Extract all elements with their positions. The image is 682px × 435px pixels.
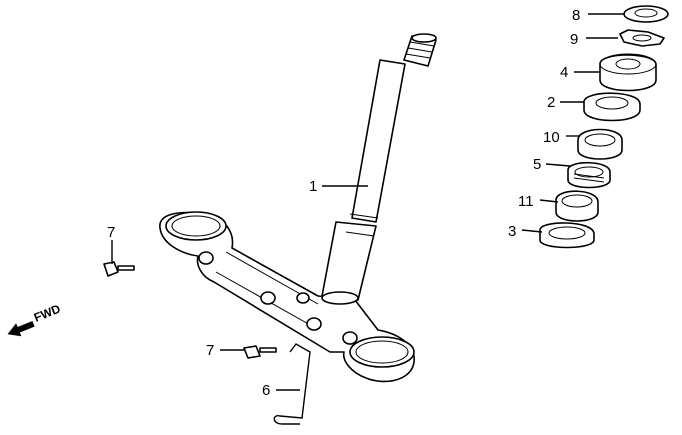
part-6-hose-clip: [273, 343, 311, 425]
lower-bridge: [159, 211, 415, 383]
callout-10: 10: [543, 129, 560, 146]
callout-6: 6: [262, 382, 270, 399]
direction-label: FWD: [32, 301, 63, 324]
arrow-left-down-icon: [7, 320, 35, 337]
part-11-lower-bearing: [555, 190, 599, 222]
part-7-bolt-upper: [103, 261, 135, 277]
part-10-bearing-race: [577, 128, 623, 160]
callout-7-upper: 7: [107, 224, 115, 241]
callout-3: 3: [508, 223, 516, 240]
part-3-lower-dust-seal: [539, 222, 595, 249]
part-9-lock-washer: [619, 29, 665, 47]
leader-lines: [111, 13, 624, 391]
steering-stem: [321, 33, 437, 305]
callout-11: 11: [518, 193, 534, 210]
part-2-dust-seal: [583, 92, 641, 122]
callout-1: 1: [309, 178, 317, 195]
callout-8: 8: [572, 7, 580, 24]
part-7-bolt-lower: [243, 345, 277, 359]
part-8-stem-nut: [623, 5, 669, 23]
callout-4: 4: [560, 64, 568, 81]
part-5-ball-bearing: [567, 161, 611, 189]
part-4-adjusting-nut: [599, 53, 657, 92]
callout-5: 5: [533, 156, 541, 173]
callout-7-lower: 7: [206, 342, 214, 359]
callout-2: 2: [547, 94, 555, 111]
callout-9: 9: [570, 31, 578, 48]
